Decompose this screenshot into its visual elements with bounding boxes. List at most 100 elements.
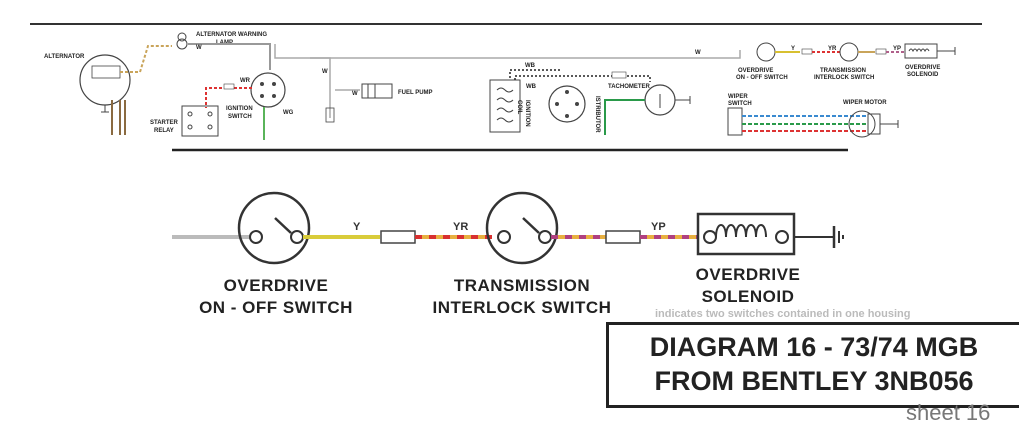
wiper-switch-label-1: WIPER [728,94,748,100]
lamp-symbol-top [177,32,187,42]
relay-term-3 [187,124,193,130]
wire-code-wg: WG [283,110,294,116]
wire-code-wb-1: WB [525,63,536,69]
overdrive-detail: Y YR YP OVERDRIVE ON - OFF SWITCH TRANSM… [172,191,844,317]
ign-term-3 [260,94,264,98]
alt-lamp-wire [120,45,172,73]
wiper-motor-terminals [867,113,881,135]
solenoid-coil [715,224,767,238]
small-trans-label-1: TRANSMISSION [820,68,866,74]
trans-switch-contact-1 [497,230,511,244]
small-trans-label-2: INTERLOCK SWITCH [814,75,874,81]
wiper-motor-label: WIPER MOTOR [843,100,887,106]
title-line-1: DIAGRAM 16 - 73/74 MGB [649,332,979,362]
ign-term-1 [260,82,264,86]
wire-label-y: Y [353,221,361,233]
trans-switch-small [839,42,859,62]
solenoid-contact-2 [775,230,789,244]
wire-code-w-1: W [196,45,202,51]
fuel-pump-symbol [361,83,393,99]
ign-relay-wire [205,87,252,108]
starter-relay-label-1: STARTER [150,120,179,126]
tach-connector [611,71,627,79]
wire-code-wr-1: WR [240,78,251,84]
overview-diagram: ALTERNATOR ALTERNATOR WARNING LAMP W W W… [44,32,956,140]
faded-note: indicates two switches contained in one … [655,308,911,320]
alternator-terminals [91,65,121,79]
alt-warning-lamp-label-1: ALTERNATOR WARNING [196,32,267,38]
trans-switch-label-line2: INTERLOCK SWITCH [433,298,612,317]
small-fuse-2 [875,48,887,55]
relay-term-4 [207,124,213,130]
trans-switch-lever [522,217,540,234]
ignition-switch-label-2: SWITCH [228,114,252,120]
title-line-2: FROM BENTLEY 3NB056 [654,366,974,396]
inline-fuse-2 [605,230,641,244]
od-switch-label-line2: ON - OFF SWITCH [199,298,353,317]
main-w-bus [274,44,741,59]
alternator-label: ALTERNATOR [44,54,85,60]
small-wire-yp: YP [893,46,901,52]
starter-relay-box [181,105,219,137]
small-fuse-1 [801,48,813,55]
wire-label-yp: YP [651,221,666,233]
dist-term-1 [565,90,569,94]
trans-switch-contact-2 [538,230,552,244]
fuel-pump-fuse [325,107,335,123]
ignition-coil-box [489,79,521,133]
relay-term-2 [207,111,213,117]
coil-winding [496,87,514,123]
wire-code-w-4: W [352,91,358,97]
tach-green-wire [604,99,645,135]
solenoid-contact-1 [703,230,717,244]
wiper-switch-label-2: SWITCH [728,101,752,107]
small-od-switch-label-2: ON - OFF SWITCH [736,75,788,81]
small-od-switch-label-1: OVERDRIVE [738,68,773,74]
small-wire-yr: YR [828,46,837,52]
tachometer-label: TACHOMETER [608,84,651,90]
ignition-switch-label-1: IGNITION [226,106,253,112]
starter-relay-label-2: RELAY [154,128,174,134]
od-switch-symbol [237,191,311,265]
od-solenoid-label-line2: SOLENOID [702,287,795,306]
wb-wire-2 [514,75,651,82]
wb-wire-1 [509,69,560,78]
trans-switch-label-line1: TRANSMISSION [454,276,590,295]
ignition-switch-symbol [250,72,286,108]
trans-switch-symbol [485,191,559,265]
lamp-symbol [176,38,188,50]
wiper-motor-symbol [848,110,876,138]
wr-connector [223,83,235,90]
fuel-pump-label: FUEL PUMP [398,90,433,96]
lamp-ign-wire [188,43,271,70]
wiper-switch-box [727,107,743,136]
alternator-symbol [79,54,131,106]
distributor-symbol [548,85,586,123]
ign-term-4 [272,94,276,98]
ignition-coil-label-1: IGNITION [524,100,530,127]
relay-term-1 [187,111,193,117]
distributor-label: ISTRIBUTOR [594,96,600,133]
od-solenoid-label-line1: OVERDRIVE [696,265,801,284]
wire-code-w-3: W [322,69,328,75]
sheet-number: sheet 16 [906,400,991,425]
dist-term-2 [555,102,559,106]
wire-label-yr: YR [453,221,468,233]
od-switch-contact-2 [290,230,304,244]
wire-code-wb-2: WB [526,84,537,90]
dist-term-3 [575,102,579,106]
small-sol-label-1: OVERDRIVE [905,65,940,71]
dist-term-4 [565,114,569,118]
wire-code-w-2: W [695,50,701,56]
small-sol-label-2: SOLENOID [907,72,939,78]
small-wire-y: Y [791,46,795,52]
inline-fuse-1 [380,230,416,244]
ign-term-2 [272,82,276,86]
small-coil [908,48,930,53]
od-switch-lever [274,217,292,234]
od-switch-small [756,42,776,62]
title-block: DIAGRAM 16 - 73/74 MGB FROM BENTLEY 3NB0… [606,322,1019,408]
ignition-coil-label-2: COIL [516,100,522,115]
od-switch-label-line1: OVERDRIVE [224,276,329,295]
